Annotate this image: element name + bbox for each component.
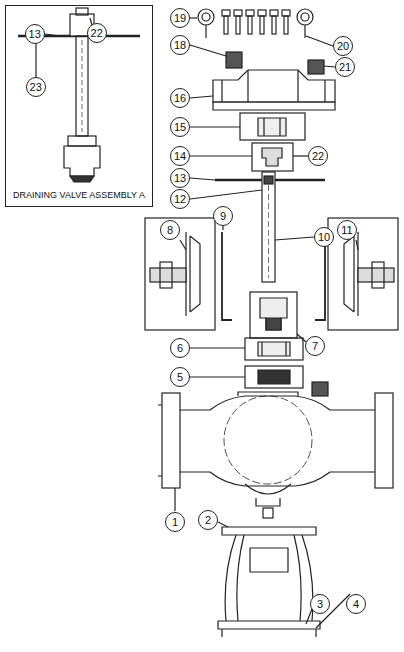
callout-text: 4: [353, 598, 359, 610]
callout-text: 22: [91, 27, 103, 39]
bonnet: [190, 36, 335, 110]
callout-text: 15: [174, 121, 186, 133]
callout-text: 13: [174, 172, 186, 184]
inset-caption: DRAINING VALVE ASSEMBLY A: [6, 190, 152, 200]
callout-number: 20: [333, 36, 353, 56]
callout-text: 16: [174, 92, 186, 104]
callout-text: 11: [341, 224, 352, 236]
callout-number: 7: [305, 336, 325, 356]
callout-text: 2: [205, 514, 211, 526]
callout-text: 20: [337, 40, 349, 52]
callout-number: 6: [170, 338, 190, 358]
callout-number: 2: [198, 510, 218, 530]
callout-text: 22: [312, 150, 324, 162]
callout-text: 14: [174, 150, 186, 162]
callout-text: 10: [318, 231, 330, 243]
callout-text: 12: [174, 193, 186, 205]
callout-number: 21: [335, 57, 355, 77]
drain-body: [218, 508, 350, 637]
callout-text: 21: [339, 61, 351, 73]
eye-bolts: [190, 9, 313, 38]
callout-number: 3: [310, 594, 330, 614]
callout-number: 18: [170, 35, 190, 55]
valve-body: [158, 382, 393, 511]
callout-number: 23: [26, 77, 46, 97]
callout-number: 15: [170, 117, 190, 137]
callout-number: 13: [25, 24, 45, 44]
callout-number: 8: [160, 220, 180, 240]
callout-text: 9: [220, 210, 226, 222]
drain-valve-drawing: [18, 8, 140, 182]
callout-text: 3: [317, 598, 323, 610]
callout-text: 6: [177, 342, 183, 354]
callout-number: 11: [337, 220, 357, 240]
callout-number: 16: [170, 88, 190, 108]
callout-number: 19: [170, 8, 190, 28]
callout-number: 13: [170, 168, 190, 188]
callout-text: 18: [174, 39, 186, 51]
callout-number: 9: [213, 206, 233, 226]
callout-number: 1: [165, 512, 185, 532]
callout-text: 23: [30, 81, 42, 93]
callout-number: 4: [346, 594, 366, 614]
callout-text: 13: [29, 28, 41, 40]
callout-text: 5: [177, 371, 183, 383]
callout-number: 10: [314, 227, 334, 247]
callout-number: 22: [87, 23, 107, 43]
callout-text: 7: [312, 340, 318, 352]
callout-text: 1: [172, 516, 178, 528]
callout-number: 5: [170, 367, 190, 387]
callout-number: 12: [170, 189, 190, 209]
callout-text: 19: [174, 12, 186, 24]
bolts: [222, 10, 290, 34]
inset-frame: DRAINING VALVE ASSEMBLY A 13 22 23: [5, 5, 153, 207]
callout-number: 14: [170, 146, 190, 166]
callout-number: 22: [308, 146, 328, 166]
callout-text: 8: [167, 224, 173, 236]
